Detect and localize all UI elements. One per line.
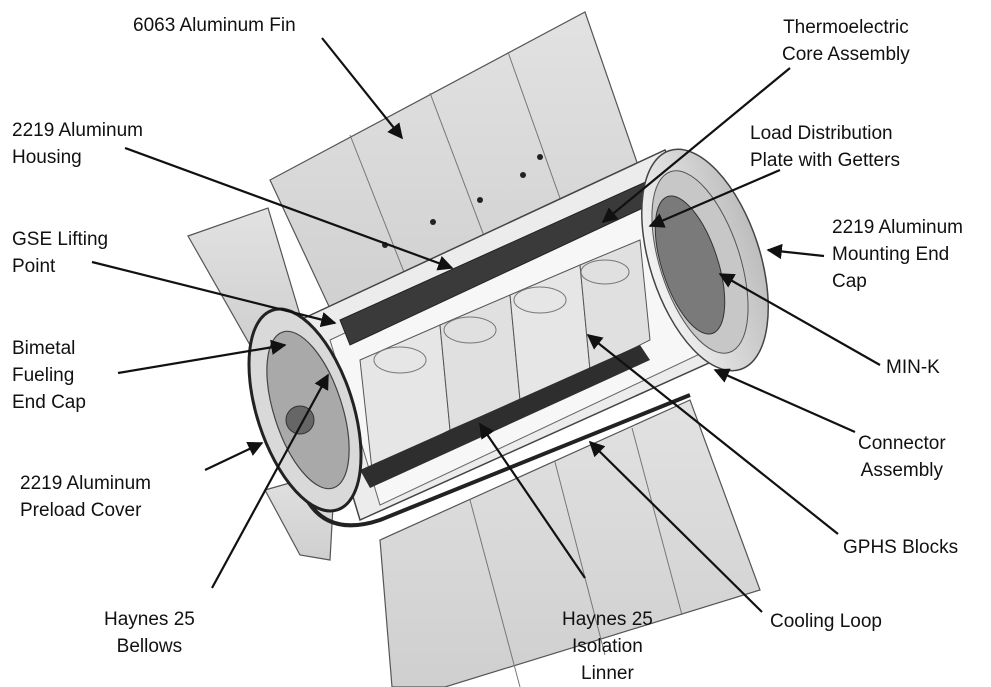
label-haynes-isolation-liner: Haynes 25 Isolation Linner xyxy=(562,609,653,684)
label-aluminum-fin: 6063 Aluminum Fin xyxy=(133,15,296,36)
leader-isolation xyxy=(479,422,586,579)
label-haynes-bellows: Haynes 25 Bellows xyxy=(104,609,195,657)
mounting-end-cap xyxy=(641,148,769,372)
label-bimetal-fueling-end-cap: Bimetal Fueling End Cap xyxy=(12,338,86,413)
leader-connector xyxy=(713,368,856,434)
label-thermoelectric-core: Thermoelectric Core Assembly xyxy=(782,17,910,65)
label-load-distribution-plate: Load Distribution Plate with Getters xyxy=(750,123,900,171)
leader-ldp xyxy=(648,168,781,228)
leader-cooling xyxy=(588,440,763,613)
leader-lines xyxy=(91,37,881,613)
label-gphs-blocks: GPHS Blocks xyxy=(843,537,959,558)
leader-gphs xyxy=(586,334,839,535)
leader-bellows xyxy=(211,373,329,589)
label-gse-lifting-point: GSE Lifting Point xyxy=(12,229,109,277)
leader-preload xyxy=(204,441,264,471)
label-cooling-loop: Cooling Loop xyxy=(770,611,882,632)
leader-core xyxy=(601,67,791,223)
leader-bimetal xyxy=(117,339,287,375)
label-aluminum-housing: 2219 Aluminum Housing xyxy=(12,120,143,168)
leader-mink xyxy=(718,273,881,366)
leader-mount-cap xyxy=(766,243,825,260)
label-min-k: MIN-K xyxy=(886,357,940,378)
label-mounting-end-cap: 2219 Aluminum Mounting End Cap xyxy=(832,217,963,292)
bottom-fin xyxy=(379,399,761,687)
label-preload-cover: 2219 Aluminum Preload Cover xyxy=(20,473,151,521)
leader-fin xyxy=(321,37,403,140)
leader-gse xyxy=(91,260,337,328)
label-connector-assembly: Connector Assembly xyxy=(858,433,946,481)
leader-housing xyxy=(124,146,454,271)
